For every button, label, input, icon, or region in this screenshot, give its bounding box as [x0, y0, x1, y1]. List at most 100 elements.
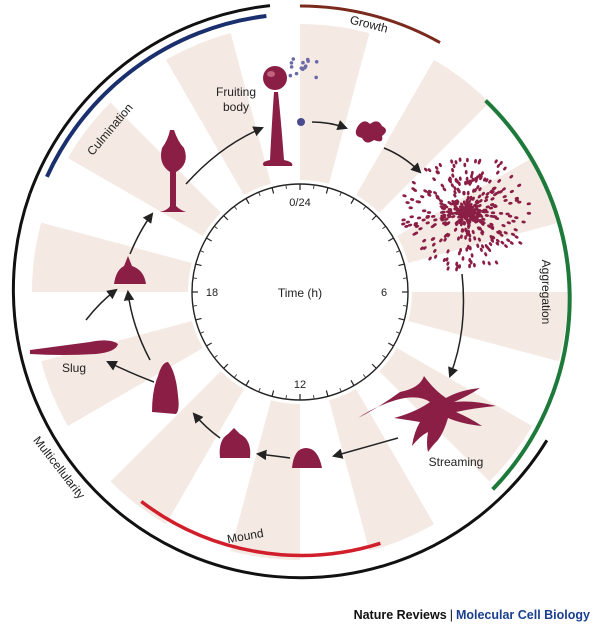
aggregating-cell — [481, 244, 485, 249]
aggregating-cell — [431, 242, 436, 247]
aggregating-cell — [426, 211, 432, 214]
aggregating-cell — [518, 241, 523, 245]
aggregating-cell — [465, 157, 469, 163]
aggregating-cell — [447, 178, 452, 183]
clock-tick — [403, 277, 408, 279]
aggregating-cell — [501, 224, 506, 228]
aggregating-cell — [457, 251, 461, 256]
aggregating-cell — [466, 202, 470, 208]
aggregating-cell — [489, 189, 494, 194]
aggregating-cell — [485, 178, 489, 183]
clock-tick — [325, 187, 329, 194]
aggregating-cell — [459, 208, 464, 212]
clock-tick — [382, 225, 386, 230]
aggregating-cell — [478, 226, 482, 231]
aggregating-cell — [450, 183, 454, 188]
aggregating-cell — [456, 187, 460, 192]
aggregating-cell — [470, 170, 474, 176]
aggregating-cell — [445, 257, 449, 262]
aggregating-cell — [484, 244, 489, 249]
arrow-mound-to-tipped-mound — [255, 449, 291, 461]
aggregating-cell — [422, 209, 427, 213]
aggregating-cell — [469, 206, 474, 210]
clock-tick — [339, 387, 342, 392]
aggregation-arc — [484, 99, 572, 491]
aggregating-cell — [468, 263, 472, 269]
aggregating-cell — [513, 228, 518, 232]
clock-tick — [388, 342, 394, 347]
aggregating-cell — [460, 218, 464, 223]
migrating-slug — [30, 340, 118, 355]
clock-tick — [339, 192, 342, 197]
aggregating-cell — [420, 246, 424, 251]
arrow-culminant-to-fruiting-body — [185, 126, 264, 185]
aggregating-cell — [469, 195, 473, 201]
clock-ticks — [192, 184, 408, 400]
clock-tick — [233, 206, 238, 210]
aggregating-cell — [463, 162, 467, 168]
clock-tick — [200, 250, 205, 253]
aggregating-cell — [401, 222, 406, 226]
clock-tick — [350, 198, 355, 204]
aggregating-cell — [450, 159, 454, 164]
multicellularity-arc-upper — [28, 4, 271, 195]
aggregating-cell — [433, 218, 438, 222]
aggregating-cell — [476, 185, 480, 190]
background-wedge — [222, 400, 300, 560]
aggregating-cell — [422, 246, 427, 250]
aggregating-cell — [500, 240, 505, 245]
aggregating-cell — [484, 195, 489, 200]
aggregating-cell — [489, 203, 495, 207]
aggregating-cell — [460, 202, 464, 207]
aggregating-cell — [446, 266, 450, 271]
clock-label-12: 12 — [294, 379, 306, 391]
aggregating-cell — [508, 201, 513, 205]
aggregating-cell — [463, 213, 467, 218]
phase-label-aggregation: Aggregation — [539, 260, 553, 325]
clock-tick — [258, 387, 261, 392]
aggregating-cell — [472, 188, 476, 193]
aggregating-cell — [461, 256, 465, 261]
aggregating-cell — [481, 217, 486, 221]
aggregating-cell — [453, 227, 458, 232]
aggregating-cell — [481, 220, 486, 225]
clock-tick — [395, 331, 400, 334]
aggregating-cell — [526, 202, 531, 206]
aggregating-cell — [468, 179, 472, 184]
arrow-finger-to-mexican-hat — [123, 289, 151, 361]
credit-section: Molecular Cell Biology — [455, 608, 590, 622]
aggregating-cell — [474, 204, 479, 209]
aggregating-cell — [490, 238, 495, 243]
stage-label-slug: Slug — [62, 361, 86, 375]
aggregating-cell — [411, 181, 416, 185]
aggregating-cell — [435, 170, 439, 175]
cycle-arrows — [85, 120, 465, 461]
aggregating-cell — [428, 256, 432, 261]
aggregating-cell — [477, 194, 482, 199]
arrow-finger-to-slug — [106, 361, 155, 383]
aggregating-cell — [468, 237, 472, 242]
aggregating-cell — [476, 243, 480, 248]
aggregating-cell — [427, 168, 432, 173]
aggregating-cell — [489, 222, 494, 227]
aggregating-cell — [464, 180, 467, 186]
aggregating-cell — [451, 200, 456, 204]
aggregating-cell — [478, 199, 483, 203]
clock-tick — [388, 237, 394, 242]
aggregating-cell — [464, 209, 468, 215]
aggregating-cell — [477, 237, 481, 242]
aggregating-cell — [418, 227, 423, 231]
aggregating-cell — [496, 163, 501, 168]
aggregating-cell — [507, 214, 513, 218]
early-culminant — [160, 130, 186, 212]
aggregating-cell — [427, 193, 432, 197]
clock-tick — [285, 184, 287, 189]
aggregating-cell — [465, 247, 469, 252]
aggregating-cell — [517, 200, 522, 204]
streaming-cells — [358, 376, 496, 452]
aggregating-cell — [446, 249, 450, 254]
aggregating-cell — [421, 218, 426, 222]
aggregating-cell — [497, 179, 502, 183]
aggregating-cell — [503, 166, 507, 171]
aggregating-cell — [478, 158, 482, 164]
